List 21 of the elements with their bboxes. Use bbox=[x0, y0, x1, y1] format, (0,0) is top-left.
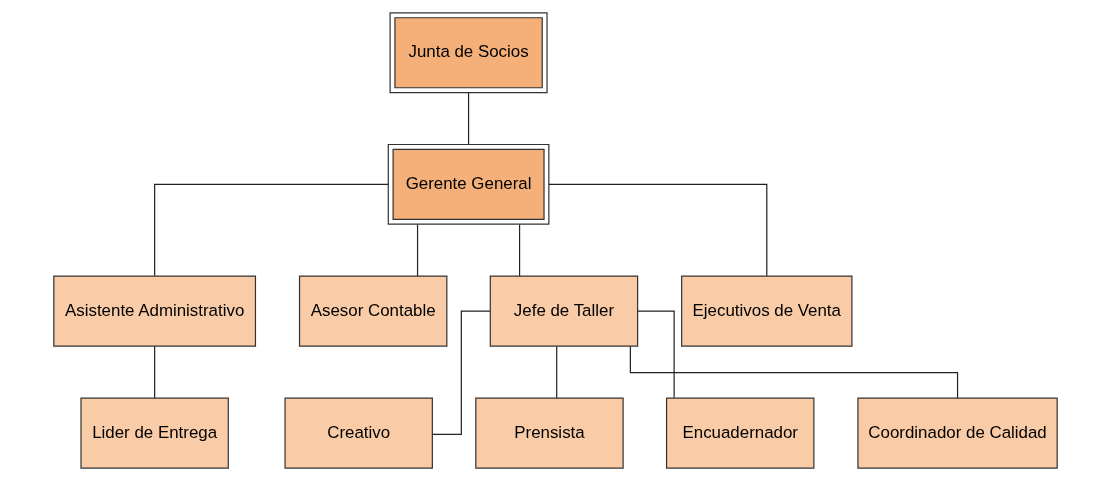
node-box: Encuadernador bbox=[665, 397, 815, 469]
connector bbox=[518, 223, 521, 277]
connector bbox=[432, 310, 491, 435]
node-box: Junta de Socios bbox=[389, 12, 548, 94]
connector bbox=[467, 92, 470, 145]
connector bbox=[548, 183, 768, 277]
node-box: Asistente Administrativo bbox=[53, 275, 257, 347]
node-box: Prensista bbox=[475, 397, 624, 469]
node-box: Jefe de Taller bbox=[489, 275, 639, 347]
node-box: Creativo bbox=[284, 397, 433, 469]
node-box: Lider de Entrega bbox=[80, 397, 229, 469]
connector bbox=[637, 310, 675, 399]
connector bbox=[154, 183, 389, 277]
node-box: Ejecutivos de Venta bbox=[681, 275, 853, 347]
node-box: Asesor Contable bbox=[298, 275, 448, 347]
connector bbox=[416, 223, 419, 277]
connector bbox=[629, 345, 959, 399]
connector bbox=[556, 345, 558, 399]
connector bbox=[154, 345, 156, 399]
node-box: Coordinador de Calidad bbox=[857, 397, 1058, 469]
node-box: Gerente General bbox=[387, 143, 550, 225]
